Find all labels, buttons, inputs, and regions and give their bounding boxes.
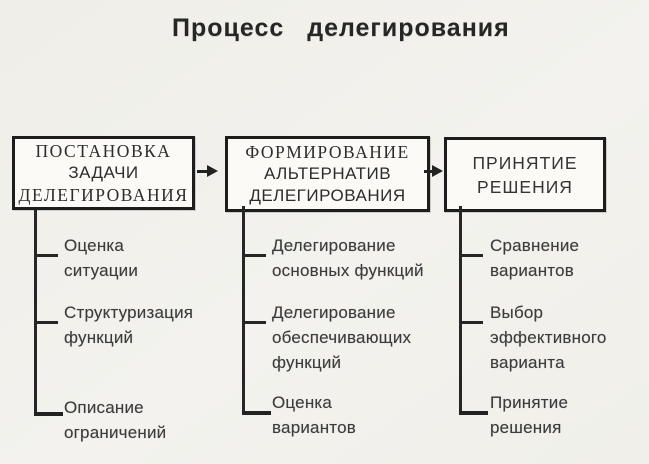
arrow-shaft — [197, 169, 208, 173]
connector-line — [242, 206, 245, 415]
stage-box-line: ПРИНЯТИЕ — [472, 152, 578, 173]
list-item: Делегирование основных функций — [272, 236, 424, 280]
stage-box-task-setting: ПОСТАНОВКА ЗАДАЧИ ДЕЛЕГИРОВАНИЯ — [12, 136, 195, 210]
connector-tick — [242, 254, 266, 257]
connector-tick — [459, 321, 483, 324]
diagram-title: Процесс делегирования — [172, 14, 510, 42]
arrow-shaft — [424, 169, 433, 173]
connector-tick — [242, 321, 266, 324]
stage-box-line: ДЕЛЕГИРОВАНИЯ — [18, 185, 189, 205]
list-item: Делегирование обеспечивающих функций — [272, 303, 412, 372]
stage-box-alternatives: ФОРМИРОВАНИЕ АЛЬТЕРНАТИВ ДЕЛЕГИРОВАНИЯ — [225, 136, 430, 212]
list-item: Выбор эффективного варианта — [490, 303, 607, 372]
connector-tick — [459, 254, 483, 257]
stage-box-line: ЗАДАЧИ — [68, 163, 139, 182]
list-item: Структуризация функций — [64, 303, 194, 347]
list-item: Оценка вариантов — [272, 393, 356, 437]
connector-tick — [34, 254, 58, 257]
list-item: Принятие решения — [490, 393, 569, 437]
stage-box-line: АЛЬТЕРНАТИВ — [263, 164, 392, 183]
connector-corner — [34, 412, 63, 416]
stage-box-line: ДЕЛЕГИРОВАНИЯ — [249, 186, 406, 205]
list-item: Описание ограничений — [64, 398, 167, 442]
connector-corner — [459, 411, 488, 415]
connector-tick — [34, 321, 58, 324]
list-item: Оценка ситуации — [64, 236, 139, 280]
connector-corner — [242, 411, 271, 415]
stage-box-line: РЕШЕНИЯ — [477, 176, 573, 197]
stage-box-line: ПОСТАНОВКА — [35, 141, 172, 161]
arrow-head — [207, 165, 218, 177]
arrow-right-icon — [424, 165, 445, 177]
arrow-head — [432, 165, 443, 177]
stage-box-line: ФОРМИРОВАНИЕ — [245, 142, 410, 162]
list-item: Сравнение вариантов — [490, 236, 580, 280]
stage-box-decision: ПРИНЯТИЕ РЕШЕНИЯ — [444, 137, 606, 212]
connector-line — [34, 210, 37, 416]
connector-line — [459, 206, 462, 415]
arrow-right-icon — [197, 165, 220, 177]
